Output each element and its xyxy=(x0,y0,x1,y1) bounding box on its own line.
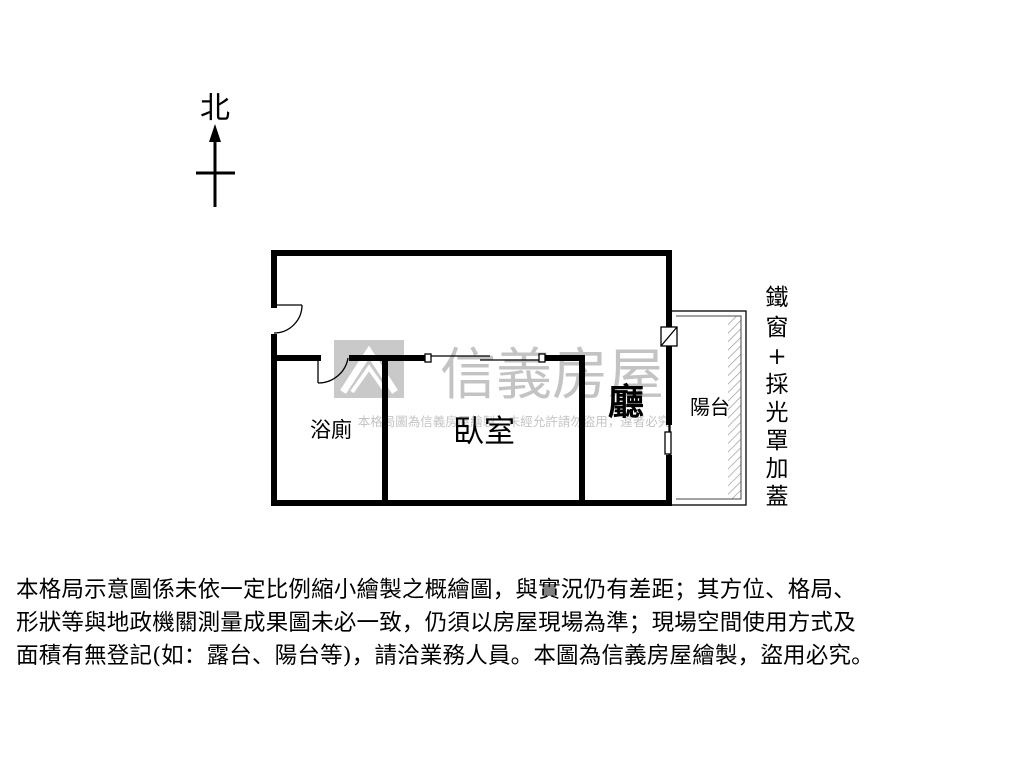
watermark-notice: 本格局圖為信義房屋繪製，未經允許請勿盜用，違者必究 xyxy=(358,414,671,429)
balcony-note-char: 蓋 xyxy=(766,484,789,510)
balcony xyxy=(669,310,747,506)
north-arrow: 北 xyxy=(196,91,235,207)
living-window xyxy=(660,326,678,347)
room-label-bedroom: 臥室 xyxy=(453,414,515,450)
balcony-door xyxy=(664,422,672,458)
room-label-balcony: 陽台 xyxy=(690,395,730,419)
room-label-bathroom: 浴廁 xyxy=(310,418,352,442)
balcony-note-char: 窗 xyxy=(766,315,789,341)
balcony-note: 鐵 窗 + 採 光 罩 加 蓋 xyxy=(766,285,789,510)
balcony-note-char: 罩 xyxy=(766,428,789,454)
disclaimer-line: 形狀等與地政機關測量成果圖未必一致，仍須以房屋現場為準；現場空間使用方式及 xyxy=(16,610,856,636)
compass-label: 北 xyxy=(200,91,230,126)
balcony-note-char: 光 xyxy=(766,400,789,426)
entry-door xyxy=(273,304,303,334)
bedroom-sliding-door xyxy=(424,353,546,363)
watermark-brand: 信義房屋 xyxy=(440,343,664,408)
balcony-note-char: 鐵 xyxy=(766,285,789,311)
disclaimer-line: 本格局示意圖係未依一定比例縮小繪製之概繪圖，與實況仍有差距；其方位、格局、 xyxy=(16,577,856,603)
watermark: 信義房屋 本格局圖為信義房屋繪製，未經允許請勿盜用，違者必究 xyxy=(334,340,671,429)
walls xyxy=(271,250,672,506)
disclaimer-text: 本格局示意圖係未依一定比例縮小繪製之概繪圖，與實況仍有差距；其方位、格局、 形狀… xyxy=(16,574,1016,673)
balcony-note-char: + xyxy=(767,344,786,370)
balcony-note-char: 加 xyxy=(766,456,789,482)
balcony-note-char: 採 xyxy=(766,372,789,398)
disclaimer-line: 面積有無登記(如：露台、陽台等)，請洽業務人員。本圖為信義房屋繪製，盜用必究。 xyxy=(16,643,874,669)
room-label-living: 廳 xyxy=(608,381,644,423)
bathroom-door xyxy=(317,357,349,384)
